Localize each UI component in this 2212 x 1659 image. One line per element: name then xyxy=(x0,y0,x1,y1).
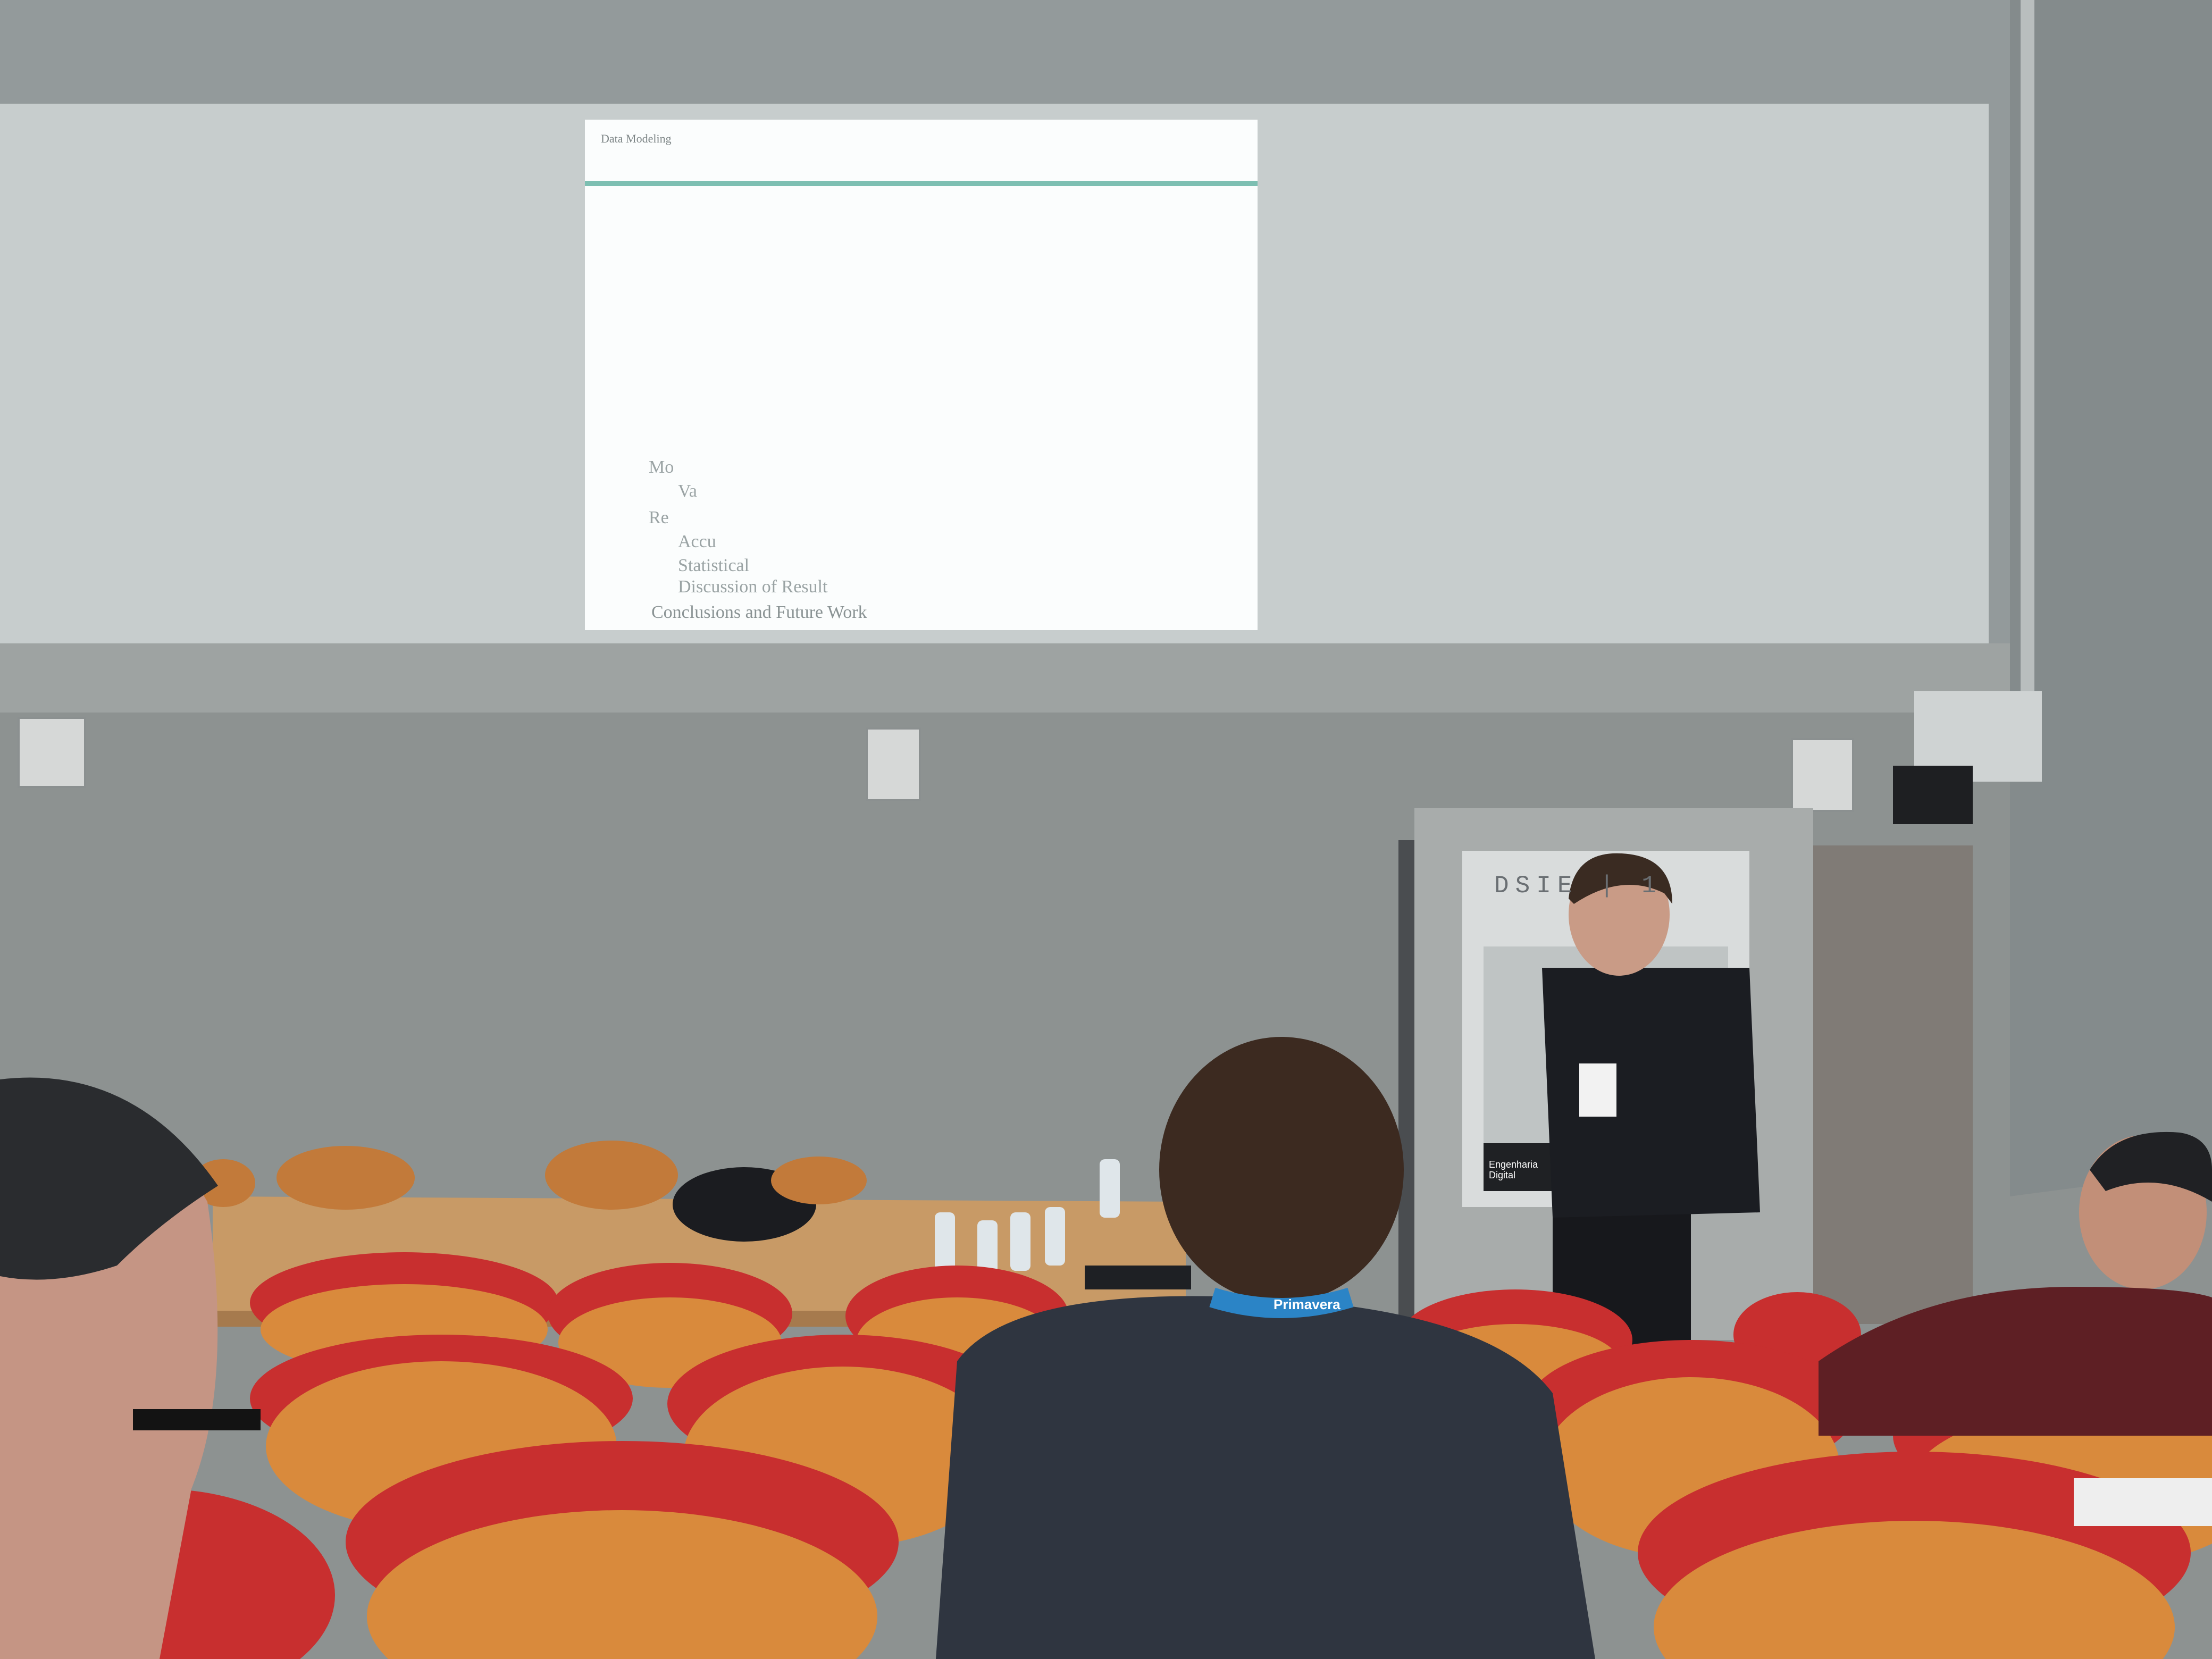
wall-speaker-right xyxy=(1791,738,1854,812)
slide-header-bar xyxy=(585,181,1258,186)
slide-line-7: Conclusions and Future Work xyxy=(651,602,867,622)
speaker-torso xyxy=(1542,968,1760,1218)
water-bottle-2 xyxy=(977,1220,998,1279)
slide-line-4: Accu xyxy=(678,532,716,551)
poster-title: DSIE | 1 xyxy=(1494,872,1663,900)
water-bottle-4 xyxy=(1045,1207,1065,1266)
water-bottle-3 xyxy=(1010,1212,1030,1271)
audience-member-center xyxy=(936,1296,1595,1659)
slide-line-1: Mo xyxy=(649,457,674,477)
side-wall xyxy=(2010,0,2212,1196)
security-camera xyxy=(1893,766,1973,824)
wall-speaker-center xyxy=(866,727,921,801)
back-chair-3 xyxy=(545,1141,678,1210)
audience-member-left-hair xyxy=(0,1077,218,1280)
wall-speaker-left xyxy=(18,717,86,788)
slide-line-6: Discussion of Result xyxy=(678,577,828,597)
water-bottle-5 xyxy=(1100,1159,1120,1218)
audience-member-right-hair xyxy=(2090,1132,2212,1202)
lanyard-strap xyxy=(1209,1287,1354,1318)
audience-member-right-body xyxy=(1819,1287,2212,1436)
poster-footer: Engenharia Digital xyxy=(1489,1159,1538,1180)
keyboard xyxy=(1085,1266,1191,1289)
audience-member-center-head xyxy=(1159,1037,1404,1303)
eyeglasses xyxy=(133,1409,261,1430)
speaker-hair xyxy=(1569,853,1672,904)
back-chair-2 xyxy=(276,1146,415,1210)
water-bottle-1 xyxy=(935,1212,955,1271)
door-left xyxy=(1398,840,1414,1335)
door-right xyxy=(1813,845,1973,1324)
back-chair-4 xyxy=(771,1157,867,1204)
lanyard-label: Primavera xyxy=(1273,1296,1340,1312)
screen-beam xyxy=(0,643,2010,713)
paper-sheet xyxy=(2074,1478,2212,1526)
speaker-badge xyxy=(1579,1063,1616,1117)
slide-header: Data Modeling xyxy=(601,132,672,145)
wall-pipe xyxy=(2021,0,2034,691)
slide-line-2: Va xyxy=(678,481,697,501)
slide-line-3: Re xyxy=(649,508,669,527)
slide-line-5: Statistical xyxy=(678,556,750,575)
projected-slide xyxy=(585,120,1258,630)
back-chair-1 xyxy=(191,1159,255,1207)
